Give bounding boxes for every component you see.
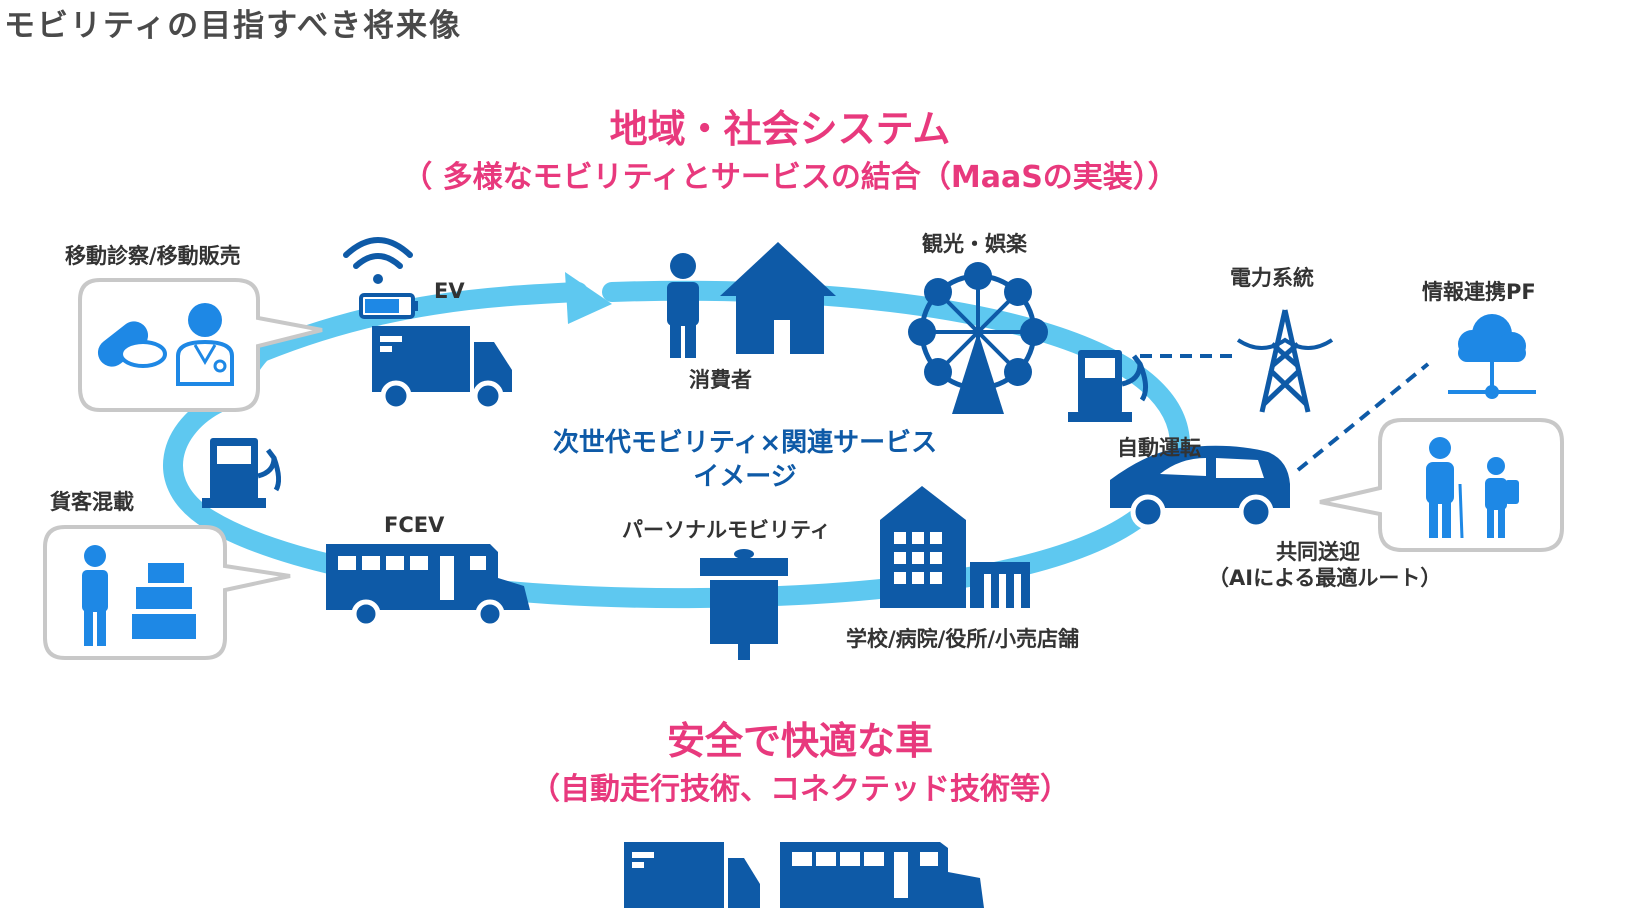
bottom-truck-icon — [624, 842, 760, 908]
center-label-line2: イメージ — [693, 462, 797, 492]
consumer-person-icon — [667, 253, 699, 358]
label-shared-ride-sub: （AIによる最適ルート） — [1208, 566, 1442, 590]
label-power-grid: 電力系統 — [1230, 266, 1314, 290]
label-personal-mobility: パーソナルモビリティ — [622, 518, 831, 542]
label-ev: EV — [434, 279, 465, 303]
bottom-bus-icon — [780, 842, 984, 908]
center-label: 次世代モビリティ×関連サービス イメージ — [520, 426, 970, 494]
label-cargo-mix: 貨客混載 — [50, 490, 134, 514]
charging-station-icon — [1068, 350, 1148, 422]
loop-arrowhead — [565, 272, 612, 324]
label-facilities: 学校/病院/役所/小売店舗 — [846, 627, 1080, 651]
fcev-bus-icon — [326, 544, 530, 629]
info-link-line — [1296, 362, 1430, 472]
power-tower-icon — [1236, 309, 1334, 413]
label-info-pf: 情報連携PF — [1422, 280, 1536, 304]
label-shared-ride: 共同送迎 — [1276, 540, 1360, 564]
ferris-wheel-icon — [908, 262, 1048, 414]
child-icon — [1485, 457, 1519, 538]
bubble-mobile-clinic — [78, 278, 323, 412]
bubble-shared-ride — [1319, 418, 1564, 552]
bubble-cargo-mix — [43, 525, 291, 660]
personal-mobility-icon — [700, 549, 788, 660]
house-icon — [720, 242, 836, 354]
battery-icon — [359, 293, 418, 319]
bottom-heading-main: 安全で快適な車 — [666, 719, 933, 763]
top-heading-sub: （ 多様なモビリティとサービスの結合（MaaSの実装）） — [402, 160, 1178, 195]
page-title: モビリティの目指すべき将来像 — [4, 8, 462, 44]
label-autonomous: 自動運転 — [1117, 436, 1201, 460]
boxes-icon — [132, 563, 196, 639]
pill-icon — [97, 321, 167, 368]
label-mobile-clinic: 移動診察/移動販売 — [65, 244, 241, 268]
bottom-heading-sub: （自動走行技術、コネクテッド技術等） — [530, 772, 1070, 807]
top-heading-main: 地域・社会システム — [609, 107, 951, 151]
label-tourism: 観光・娯楽 — [922, 232, 1027, 256]
fuel-pump-icon — [202, 438, 282, 508]
buildings-icon — [880, 486, 1030, 608]
wifi-icon — [343, 237, 413, 284]
center-label-line1: 次世代モビリティ×関連サービス — [552, 428, 938, 458]
label-consumer: 消費者 — [689, 368, 752, 392]
label-fcev: FCEV — [384, 513, 445, 537]
doctor-icon — [176, 303, 234, 386]
elderly-person-icon — [1426, 437, 1464, 539]
autonomous-car-icon — [1110, 445, 1290, 530]
cloud-network-icon — [1448, 314, 1536, 399]
person-icon — [82, 545, 108, 646]
ev-truck-icon — [372, 326, 512, 412]
